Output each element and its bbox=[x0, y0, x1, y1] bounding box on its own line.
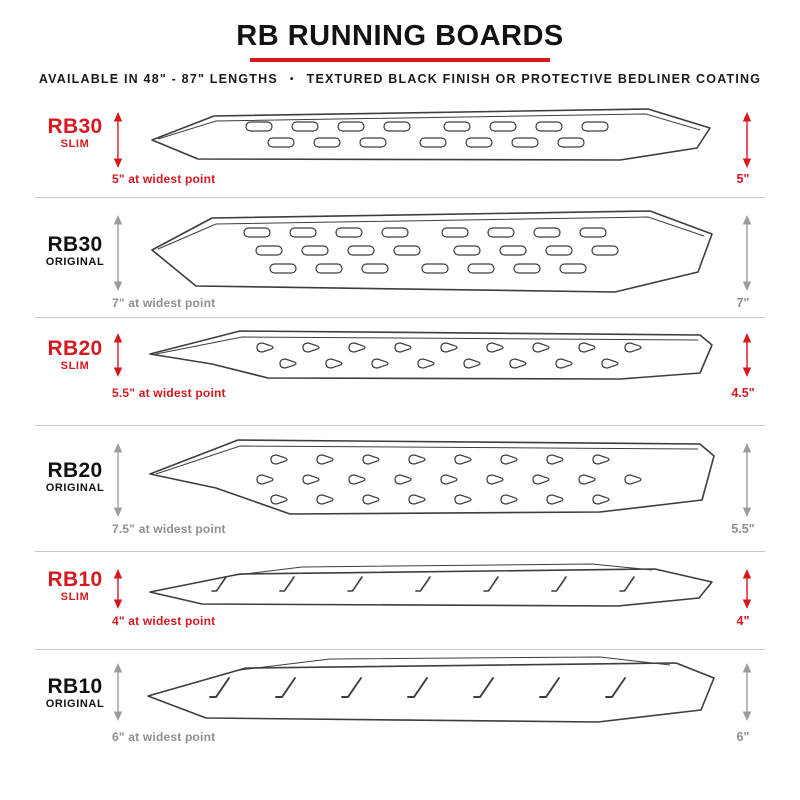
row-separator bbox=[35, 425, 765, 426]
height-dimension-arrow bbox=[742, 663, 752, 721]
height-label: 6" bbox=[736, 730, 750, 744]
board-drawing-rb20-original bbox=[113, 439, 752, 517]
model-variant: ORIGINAL bbox=[45, 481, 105, 494]
board-drawing-rb30-slim bbox=[113, 108, 752, 168]
height-dimension-arrow bbox=[742, 215, 752, 291]
model-label: RB10 ORIGINAL bbox=[36, 675, 114, 711]
model-label: RB30 ORIGINAL bbox=[36, 233, 114, 269]
width-dimension-arrow bbox=[113, 569, 123, 609]
model-variant: SLIM bbox=[60, 137, 90, 150]
model-name: RB10 bbox=[47, 675, 103, 698]
product-row-rb30-original: RB30 ORIGINAL 7" at widest point 7" bbox=[0, 198, 800, 318]
width-label: 5" at widest point bbox=[112, 172, 216, 186]
model-variant: ORIGINAL bbox=[45, 255, 105, 268]
model-name: RB30 bbox=[47, 233, 103, 256]
model-label: RB10 SLIM bbox=[36, 568, 114, 604]
model-name: RB10 bbox=[47, 568, 103, 591]
board-drawing-rb10-original bbox=[113, 656, 752, 723]
model-label: RB20 ORIGINAL bbox=[36, 459, 114, 495]
model-variant: SLIM bbox=[60, 359, 90, 372]
row-separator bbox=[35, 317, 765, 318]
product-row-rb30-slim: RB30 SLIM 5" at widest point 5" bbox=[0, 86, 800, 198]
model-label: RB20 SLIM bbox=[36, 337, 114, 373]
model-name: RB20 bbox=[47, 459, 103, 482]
height-dimension-arrow bbox=[742, 443, 752, 517]
title-underline bbox=[250, 58, 550, 62]
model-variant: SLIM bbox=[60, 590, 90, 603]
board-drawing-rb30-original bbox=[113, 210, 752, 293]
subtitle-finish: TEXTURED BLACK FINISH OR PROTECTIVE BEDL… bbox=[306, 72, 762, 86]
width-dimension-arrow bbox=[113, 333, 123, 377]
width-label: 6" at widest point bbox=[112, 730, 216, 744]
board-drawing-rb10-slim bbox=[113, 563, 752, 609]
product-row-rb10-original: RB10 ORIGINAL 6" at widest point 6" bbox=[0, 650, 800, 770]
height-dimension-arrow bbox=[742, 569, 752, 609]
row-separator bbox=[35, 197, 765, 198]
page-subtitle: AVAILABLE IN 48" - 87" LENGTHS • TEXTURED … bbox=[0, 72, 800, 86]
model-label: RB30 SLIM bbox=[36, 115, 114, 151]
width-dimension-arrow bbox=[113, 663, 123, 721]
product-row-rb20-original: RB20 ORIGINAL 7.5" at widest point 5.5" bbox=[0, 426, 800, 552]
height-dimension-arrow bbox=[742, 112, 752, 168]
width-dimension-arrow bbox=[113, 112, 123, 168]
model-variant: ORIGINAL bbox=[45, 697, 105, 710]
height-label: 7" bbox=[736, 296, 750, 310]
product-row-rb10-slim: RB10 SLIM 4" at widest point 4" bbox=[0, 552, 800, 650]
page-title: RB RUNNING BOARDS bbox=[236, 20, 564, 52]
board-drawing-rb20-slim bbox=[113, 330, 752, 380]
height-label: 5.5" bbox=[731, 522, 755, 536]
model-name: RB20 bbox=[47, 337, 103, 360]
subtitle-bullet-icon: • bbox=[289, 74, 295, 85]
width-dimension-arrow bbox=[113, 215, 123, 291]
height-label: 4" bbox=[736, 614, 750, 628]
model-name: RB30 bbox=[47, 115, 103, 138]
height-dimension-arrow bbox=[742, 333, 752, 377]
width-label: 4" at widest point bbox=[112, 614, 216, 628]
height-label: 4.5" bbox=[731, 386, 755, 400]
row-separator bbox=[35, 551, 765, 552]
width-dimension-arrow bbox=[113, 443, 123, 517]
product-row-rb20-slim: RB20 SLIM 5.5" at widest point 4.5" bbox=[0, 318, 800, 426]
width-label: 5.5" at widest point bbox=[112, 386, 226, 400]
width-label: 7" at widest point bbox=[112, 296, 216, 310]
page-header: RB RUNNING BOARDS AVAILABLE IN 48" - 87"… bbox=[0, 0, 800, 86]
subtitle-lengths: AVAILABLE IN 48" - 87" LENGTHS bbox=[38, 72, 278, 86]
height-label: 5" bbox=[736, 172, 750, 186]
width-label: 7.5" at widest point bbox=[112, 522, 226, 536]
row-separator bbox=[35, 649, 765, 650]
